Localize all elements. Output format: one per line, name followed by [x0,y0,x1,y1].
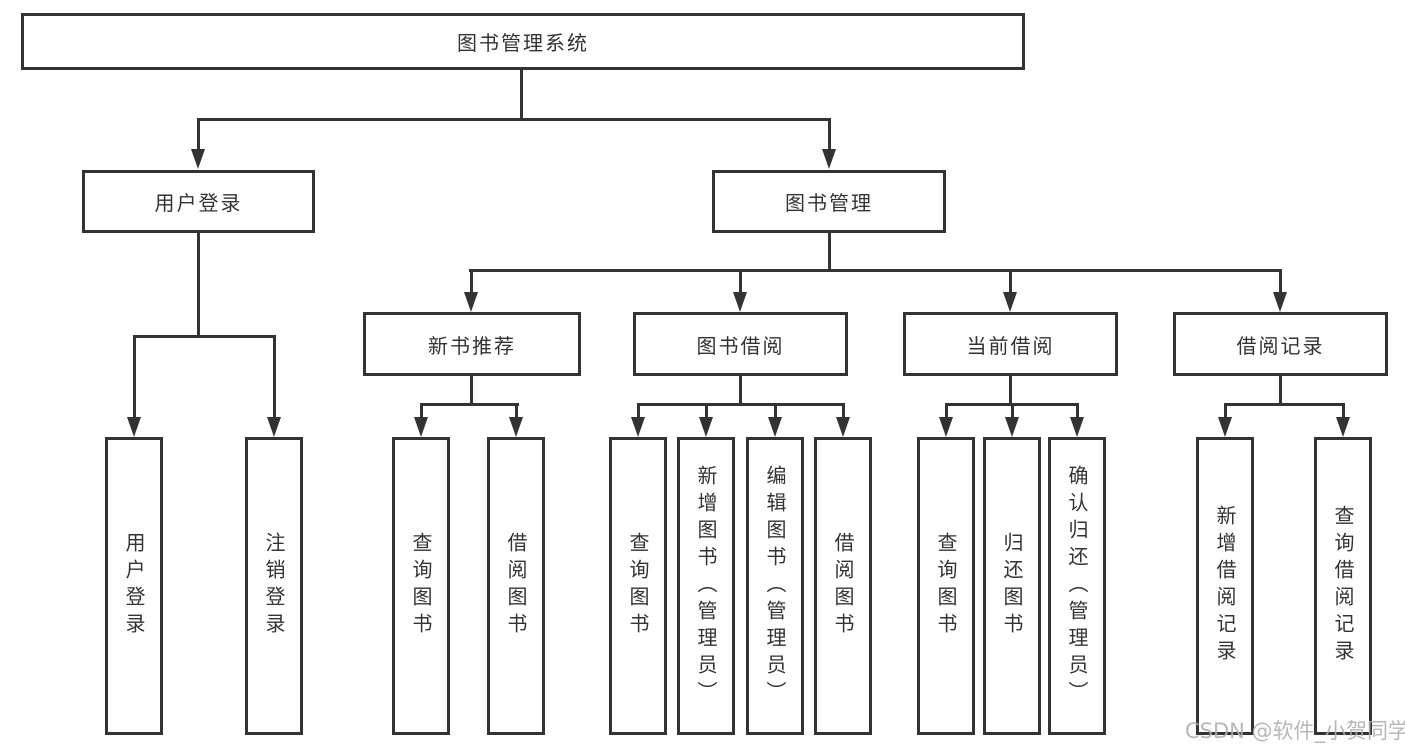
node-current-borrowing-label: 当前借阅 [966,333,1055,358]
connector-line [420,403,519,406]
connector-line [197,118,831,121]
arrow-down-icon [191,149,205,169]
connector-line [1279,376,1282,406]
arrow-down-icon [939,417,953,437]
node-book-management: 图书管理 [712,170,946,233]
arrow-down-icon [733,292,747,312]
connector-line [705,403,708,421]
arrow-down-icon [631,417,645,437]
arrow-down-icon [836,417,850,437]
connector-line [133,335,276,338]
connector-line [197,233,200,338]
node-borrowing-records-label: 借阅记录 [1236,333,1325,358]
leaf-query-books-current-label: 查询图书 [934,532,958,640]
node-system: 图书管理系统 [21,13,1025,70]
leaf-query-books-recommend-label: 查询图书 [409,532,433,640]
node-user-login-label: 用户登录 [154,191,243,215]
node-book-borrowing: 图书借阅 [633,312,848,376]
leaf-logout: 注销登录 [245,437,303,735]
leaf-borrow-books-recommend: 借阅图书 [487,437,545,735]
connector-line [197,118,200,152]
node-new-book-recommend-label: 新书推荐 [428,333,516,358]
leaf-query-borrow-record: 查询借阅记录 [1314,437,1372,735]
leaf-add-books-admin-label: 新增图书（管理员） [694,464,718,708]
arrow-down-icon [414,417,428,437]
connector-line [945,403,948,421]
leaf-return-books: 归还图书 [983,437,1041,735]
leaf-query-borrow-record-label: 查询借阅记录 [1331,505,1355,667]
connector-line [470,269,473,294]
node-new-book-recommend: 新书推荐 [363,312,581,376]
arrow-down-icon [464,292,478,312]
leaf-add-borrow-record: 新增借阅记录 [1196,437,1254,735]
leaf-return-books-label: 归还图书 [1000,532,1024,640]
node-book-management-label: 图书管理 [785,191,873,215]
arrow-down-icon [822,149,836,169]
leaf-query-books-recommend: 查询图书 [392,437,450,735]
connector-line [273,335,276,420]
leaf-user-login-label: 用户登录 [122,532,146,640]
node-borrowing-records: 借阅记录 [1173,312,1388,376]
arrow-down-icon [768,417,782,437]
leaf-query-books-current: 查询图书 [917,437,975,735]
arrow-down-icon [267,417,281,437]
connector-line [1342,403,1345,421]
arrow-down-icon [1070,417,1084,437]
leaf-add-borrow-record-label: 新增借阅记录 [1213,505,1237,667]
leaf-user-login: 用户登录 [105,437,163,735]
csdn-watermark: CSDN @软件_小贺同学 [1185,719,1405,743]
connector-line [637,403,640,421]
connector-line [842,403,845,421]
connector-line [637,403,845,406]
connector-line [828,233,831,272]
leaf-edit-books-admin-label: 编辑图书（管理员） [763,464,787,708]
connector-line [420,403,423,421]
arrow-down-icon [1218,417,1232,437]
node-current-borrowing: 当前借阅 [903,312,1118,376]
connector-line [739,376,742,406]
connector-line [515,403,518,421]
connector-line [520,70,523,119]
leaf-logout-label: 注销登录 [262,532,286,640]
connector-line [1279,269,1282,294]
connector-line [1224,403,1227,421]
leaf-add-books-admin: 新增图书（管理员） [677,437,735,735]
connector-line [739,269,742,294]
leaf-borrow-books-label: 借阅图书 [831,532,855,640]
arrow-down-icon [1273,292,1287,312]
node-book-borrowing-label: 图书借阅 [696,333,785,358]
connector-line [774,403,777,421]
connector-line [470,376,473,406]
connector-line [828,118,831,152]
connector-line [469,269,1282,272]
connector-line [1076,403,1079,421]
arrow-down-icon [699,417,713,437]
leaf-edit-books-admin: 编辑图书（管理员） [746,437,804,735]
leaf-query-books-borrow: 查询图书 [609,437,667,735]
node-user-login: 用户登录 [82,170,315,233]
arrow-down-icon [1336,417,1350,437]
connector-line [1009,269,1012,294]
leaf-confirm-return-admin: 确认归还（管理员） [1048,437,1106,735]
leaf-confirm-return-admin-label: 确认归还（管理员） [1065,464,1089,708]
arrow-down-icon [1005,417,1019,437]
arrow-down-icon [1003,292,1017,312]
arrow-down-icon [127,417,141,437]
connector-line [1009,376,1012,406]
leaf-borrow-books: 借阅图书 [814,437,872,735]
connector-line [133,335,136,420]
arrow-down-icon [509,417,523,437]
connector-line [1011,403,1014,421]
leaf-borrow-books-recommend-label: 借阅图书 [504,532,528,640]
connector-line [1224,403,1345,406]
leaf-query-books-borrow-label: 查询图书 [626,532,650,640]
node-system-label: 图书管理系统 [457,31,589,55]
